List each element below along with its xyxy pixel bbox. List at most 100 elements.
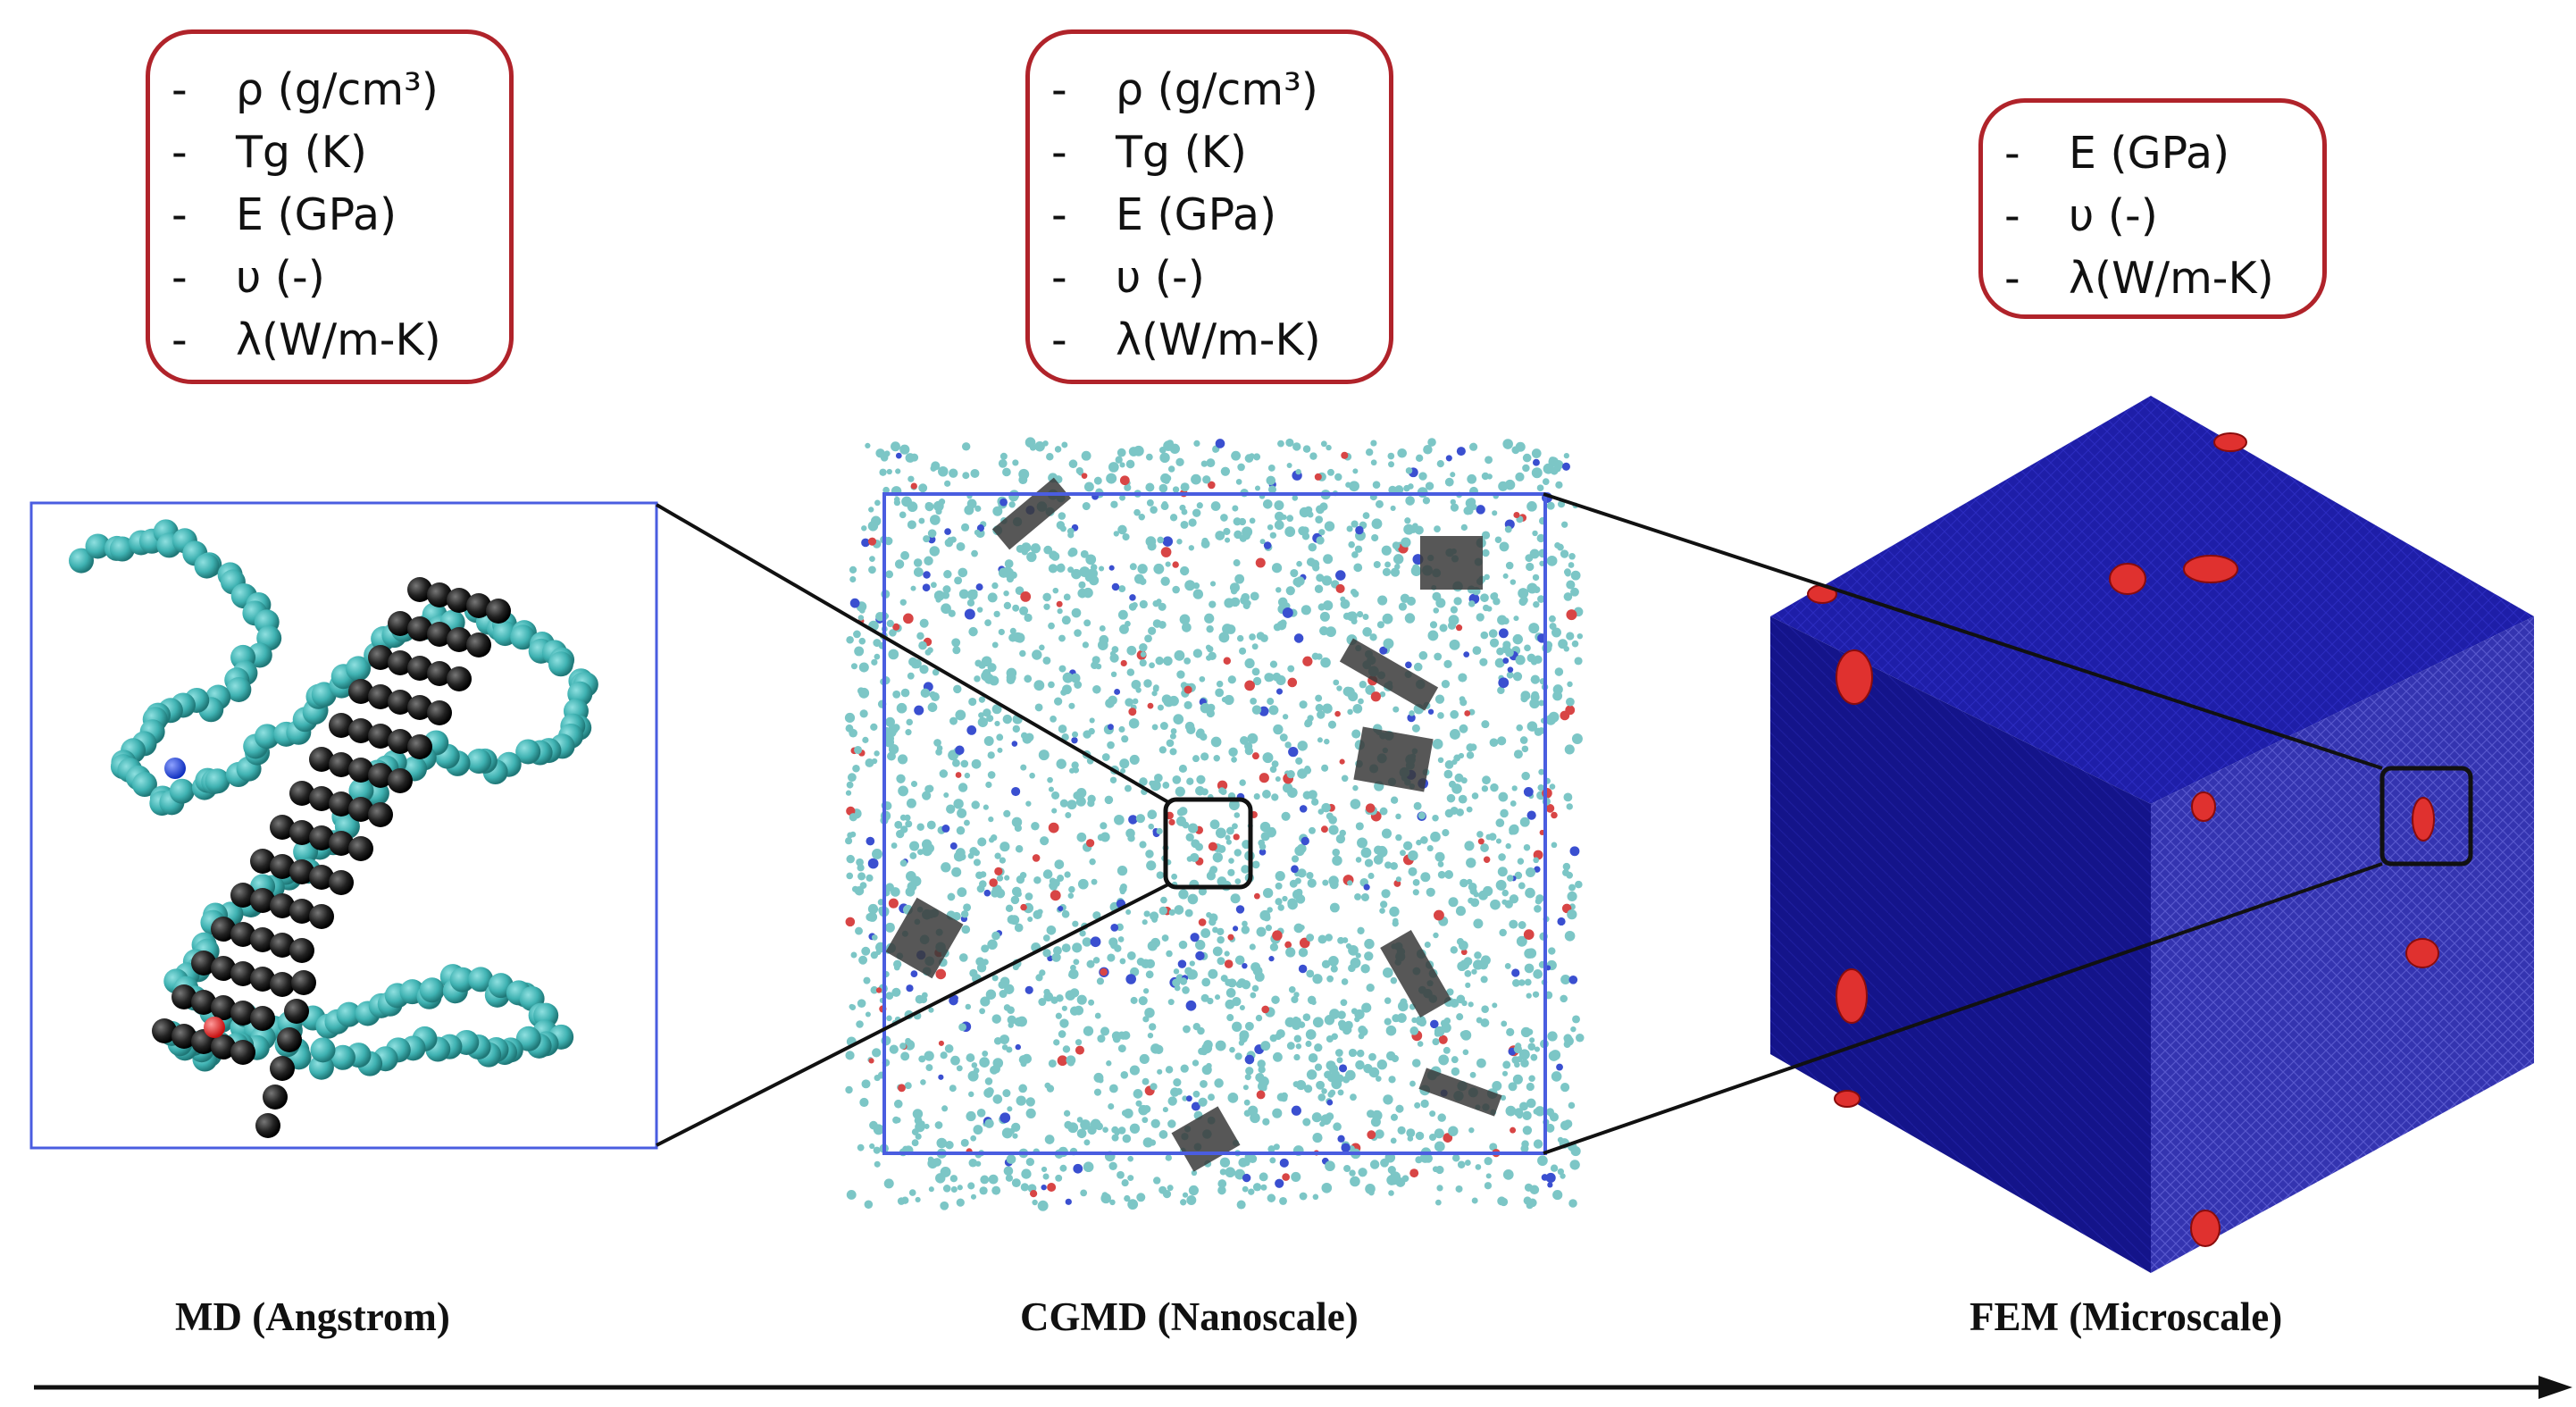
cg-particle — [968, 1158, 978, 1168]
cg-particle — [1412, 889, 1419, 896]
cg-particle — [949, 468, 958, 478]
cg-particle — [1297, 741, 1308, 751]
cg-particle — [1534, 866, 1541, 873]
cg-particle — [952, 646, 961, 655]
cg-particle — [1284, 1017, 1295, 1027]
cg-particle — [930, 582, 937, 589]
cg-particle — [1044, 1082, 1051, 1089]
cg-particle — [1176, 539, 1183, 545]
cg-particle — [891, 441, 900, 452]
cg-particle — [1480, 976, 1488, 984]
cg-particle — [1051, 791, 1060, 800]
filler-bead — [270, 815, 295, 840]
cg-particle — [1328, 955, 1339, 967]
cg-particle — [949, 842, 958, 850]
cg-particle — [1039, 644, 1045, 651]
cg-particle — [994, 852, 1001, 859]
cg-particle — [1548, 947, 1556, 955]
cg-particle — [1234, 574, 1245, 584]
cg-particle — [1162, 1107, 1168, 1113]
cg-particle — [1201, 537, 1209, 545]
cg-particle — [1326, 1099, 1334, 1106]
cg-particle — [998, 567, 1009, 578]
cg-particle — [1308, 790, 1317, 800]
cg-particle — [1448, 780, 1457, 788]
cg-particle — [1404, 613, 1416, 624]
cgmd-properties-list: -ρ (g/cm³) -Tg (K) -E (GPa) -υ (-) -λ(W/… — [1030, 59, 1389, 372]
cg-particle — [1048, 622, 1055, 630]
cg-particle — [1466, 806, 1473, 813]
filler-sheet — [1171, 1106, 1241, 1172]
cg-particle — [1533, 969, 1543, 979]
cg-particle — [1547, 1182, 1553, 1188]
cg-particle — [1157, 536, 1164, 544]
cg-particle — [849, 813, 857, 822]
cgmd-property-item: -Tg (K) — [1051, 127, 1247, 178]
cg-particle — [849, 1004, 857, 1010]
cg-particle — [1118, 585, 1126, 593]
cg-particle — [1288, 986, 1296, 993]
cg-particle — [1390, 1137, 1397, 1144]
cg-particle — [1275, 870, 1285, 882]
cg-particle — [1375, 499, 1384, 508]
cg-particle — [1155, 656, 1164, 666]
cg-particle — [1227, 1092, 1239, 1103]
cg-particle — [987, 771, 996, 779]
cg-particle — [1317, 603, 1326, 611]
cg-particle — [1142, 988, 1150, 994]
cg-particle — [1459, 724, 1468, 733]
cg-particle — [1543, 463, 1554, 474]
cg-particle — [1168, 818, 1175, 826]
cg-particle — [1010, 895, 1020, 905]
cg-particle — [1391, 1054, 1399, 1063]
cg-particle — [1012, 963, 1019, 971]
cg-particle — [1471, 792, 1479, 800]
cg-particle — [849, 598, 860, 608]
cg-particle — [874, 750, 880, 757]
cg-particle — [1215, 688, 1225, 698]
cg-particle — [1016, 891, 1022, 898]
cg-particle — [924, 1123, 930, 1129]
filler-bead — [407, 656, 432, 681]
md-property-item: -λ(W/m-K) — [171, 314, 441, 365]
cg-particle — [1259, 539, 1266, 545]
cg-particle — [1321, 575, 1333, 586]
cg-particle — [863, 976, 871, 984]
cg-particle — [1191, 1101, 1200, 1111]
cg-particle — [1068, 702, 1075, 709]
cg-particle — [1507, 666, 1514, 673]
cg-particle — [1481, 1005, 1489, 1013]
cg-particle — [1097, 1034, 1106, 1043]
cg-particle — [958, 783, 968, 792]
cg-particle — [1380, 1158, 1389, 1168]
cg-particle — [1162, 536, 1174, 547]
cg-particle — [1522, 1126, 1533, 1135]
cg-particle — [985, 781, 992, 789]
cg-particle — [1453, 597, 1462, 606]
cg-particle — [1200, 928, 1211, 939]
cg-particle — [958, 589, 969, 599]
cg-particle — [1141, 959, 1150, 968]
cg-particle — [1451, 1056, 1459, 1064]
cg-particle — [983, 804, 989, 810]
filler-bead — [250, 849, 275, 874]
cg-particle — [923, 571, 931, 579]
cg-particle — [1126, 668, 1135, 676]
cg-particle — [941, 862, 951, 873]
cg-particle — [1212, 852, 1224, 863]
cg-particle — [1191, 473, 1201, 485]
cg-particle — [1059, 799, 1068, 808]
cg-particle — [1520, 596, 1528, 604]
cg-particle — [1357, 926, 1365, 934]
cg-particle — [1190, 852, 1200, 862]
cg-particle — [1560, 710, 1570, 721]
cg-particle — [1162, 782, 1170, 789]
polymer-bead — [205, 768, 230, 794]
cg-particle — [1497, 615, 1508, 625]
cg-particle — [1417, 1041, 1424, 1047]
cg-particle — [983, 708, 991, 717]
cg-particle — [974, 1160, 982, 1167]
cg-particle — [1119, 885, 1127, 893]
cg-particle — [949, 1085, 957, 1093]
filler-bead — [230, 961, 255, 986]
